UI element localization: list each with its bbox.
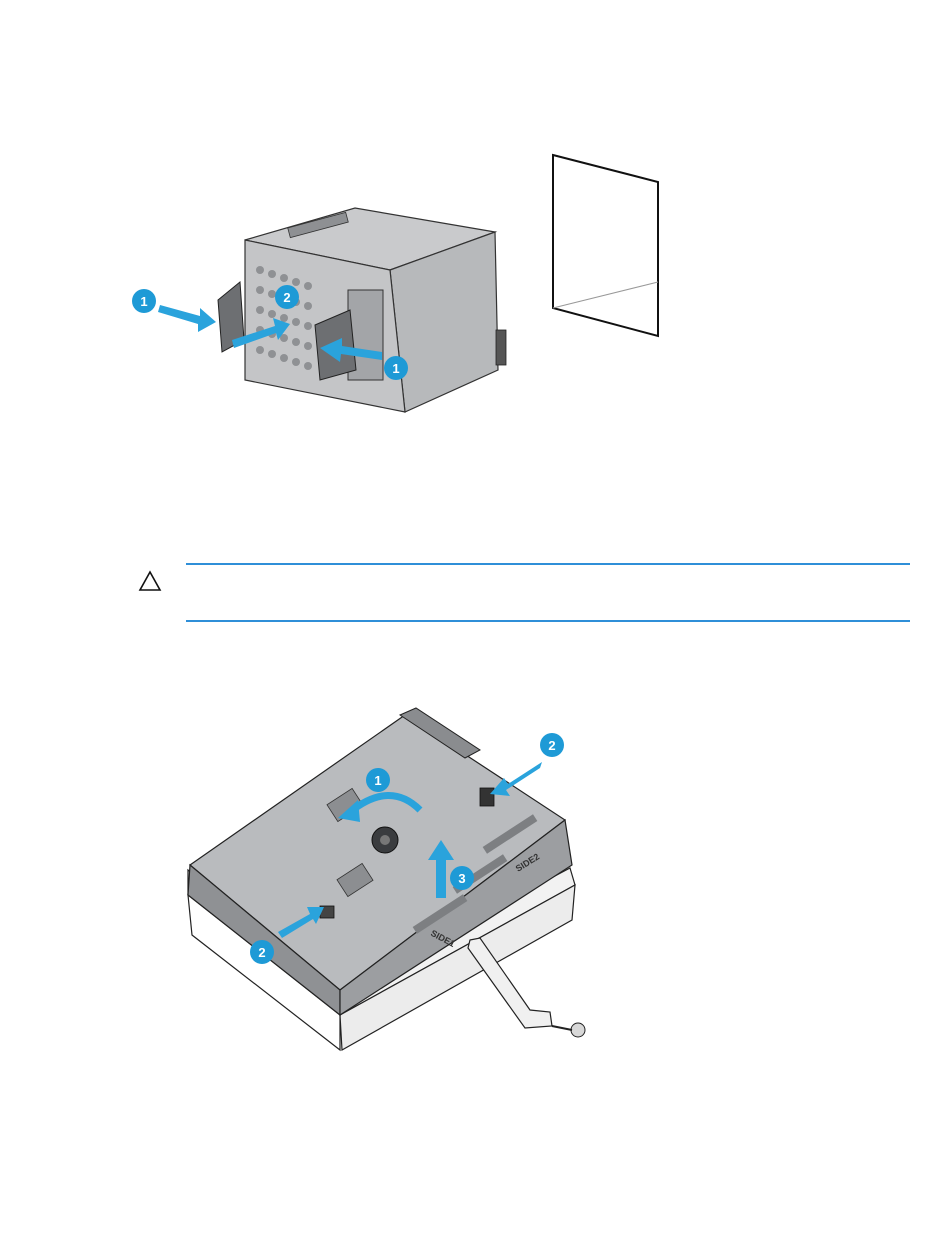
svg-text:2: 2 — [548, 738, 555, 753]
warning-triangle-icon — [138, 570, 162, 592]
blank-panel — [553, 155, 658, 336]
svg-text:2: 2 — [283, 290, 290, 305]
caution-rule-top — [186, 563, 910, 565]
callout-1-right: 1 — [384, 356, 408, 380]
drive-cage-illustration: SIDE1 SIDE2 1 2 2 3 — [180, 700, 600, 1080]
svg-text:1: 1 — [140, 294, 147, 309]
push-arrow-left — [158, 305, 216, 332]
callout-2-top: 2 — [540, 733, 564, 757]
svg-text:1: 1 — [374, 773, 381, 788]
callout-3: 3 — [450, 866, 474, 890]
callout-1-left: 1 — [132, 289, 156, 313]
callout-1: 1 — [366, 768, 390, 792]
svg-text:1: 1 — [392, 361, 399, 376]
drive-cage: SIDE1 SIDE2 — [188, 708, 585, 1050]
caution-rule-bottom — [186, 620, 910, 622]
fan-cage-illustration: 1 2 1 — [120, 140, 680, 440]
callout-2-bottom: 2 — [250, 940, 274, 964]
svg-text:2: 2 — [258, 945, 265, 960]
callout-2: 2 — [275, 285, 299, 309]
svg-text:3: 3 — [458, 871, 465, 886]
fan-cage — [245, 208, 498, 412]
